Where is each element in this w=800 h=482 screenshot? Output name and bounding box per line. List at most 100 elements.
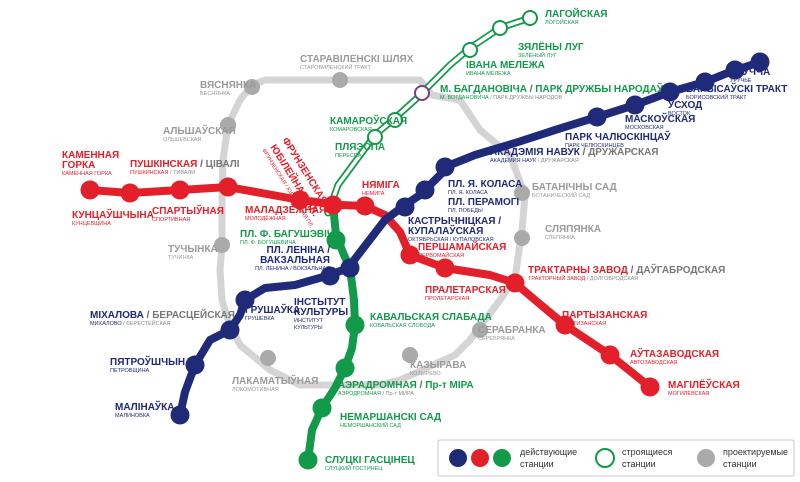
legend-planned-label-2: станции <box>723 459 757 469</box>
station-label-kavalskaja: КАВАЛЬСКАЯ СЛАБАДА <box>370 312 492 323</box>
station-marker-slucki[interactable] <box>298 450 318 470</box>
station-marker-uskhod[interactable] <box>695 72 715 92</box>
legend: действующие станции строящиеся станции п… <box>437 439 795 477</box>
station-marker-piatrouschyna[interactable] <box>185 355 205 375</box>
station-marker-chaluskincau[interactable] <box>625 95 645 115</box>
station-marker-frunzenskaja[interactable] <box>323 195 343 215</box>
station-marker-bahushevicha[interactable] <box>326 230 346 250</box>
station-marker-mikhalova[interactable] <box>220 320 240 340</box>
station-marker-staravilenski[interactable] <box>332 72 348 88</box>
station-marker-praletarskaja[interactable] <box>435 258 455 278</box>
station-sub-piatrouschyna: ПЕТРОВЩИНА <box>110 368 150 374</box>
station-marker-instytut[interactable] <box>320 266 340 286</box>
station-label-partyzanskaja: ПАРТЫЗАНСКАЯ <box>562 310 647 321</box>
station-label-nemarshanski: НЕМАРШАНСКІ САД <box>340 412 441 423</box>
station-marker-traktarny[interactable] <box>505 273 525 293</box>
station-label-kamarouskaja: КАМАРОЎСКАЯ <box>330 114 407 127</box>
station-marker-kamennaja[interactable] <box>80 180 100 200</box>
station-label-autazavodskaja: АЎТАЗАВОДСКАЯ <box>630 347 719 360</box>
station-sub-niamiha: НЕМИГА <box>362 191 385 197</box>
station-marker-autazavodskaja[interactable] <box>600 345 620 365</box>
station-label-tuchynka: ТУЧЫНКА <box>168 244 218 255</box>
station-label-piatrouschyna: ПЯТРОЎШЧЫНА <box>110 355 192 368</box>
station-marker-pjarespa[interactable] <box>367 129 383 145</box>
station-sub-kavalskaja: КОВАЛЬСКАЯ СЛОБОДА <box>370 323 435 329</box>
station-marker-aerodromnaja[interactable] <box>335 358 355 378</box>
station-sub-uskhod: ВОСТОК <box>668 111 691 117</box>
station-marker-mahiliouskaja[interactable] <box>640 377 660 397</box>
ring-line <box>216 76 529 389</box>
station-label-mikhalova: МІХАЛОВА / БЕРАСЦЕЙСКАЯ <box>90 308 235 321</box>
station-sub-kuncauschyna: КУНЦЕВЩИНА <box>72 221 111 227</box>
station-marker-akademija[interactable] <box>587 107 607 127</box>
station-marker-barysauski[interactable] <box>725 60 745 80</box>
legend-planned-label: проектируемые <box>723 447 788 457</box>
station-label-lenina-b: ВАКЗАЛЬНАЯ <box>260 255 330 266</box>
station-marker-alshauskaja[interactable] <box>220 117 236 133</box>
station-marker-nemarshanski[interactable] <box>312 398 332 418</box>
station-sub-sputnik: СПОРТИВНАЯ <box>152 217 190 223</box>
station-label-maskouskaja: МАСКОЎСКАЯ <box>625 112 695 125</box>
station-sub-bahdanovicha: М. БОГДАНОВИЧА / ПАРК ДРУЖБЫ НАРОДОВ <box>440 95 563 101</box>
station-sub-mikhalova: МИХАЛОВО / БЕРЕСТЕЙСКАЯ <box>90 319 170 327</box>
station-marker-kavalskaja[interactable] <box>345 315 365 335</box>
legend-blue-circle <box>449 449 467 467</box>
station-marker-ivana[interactable] <box>462 42 478 58</box>
station-marker-urucca[interactable] <box>750 52 770 72</box>
station-marker-batanichny[interactable] <box>514 185 530 201</box>
station-marker-kastrychnickaja[interactable] <box>395 197 415 217</box>
station-sub-mahiliouskaja: МОГИЛЁВСКАЯ <box>668 390 709 397</box>
station-marker-pushkinskaja[interactable] <box>170 180 190 200</box>
station-label-pershamajskaja: ПЕРШАМАЙСКАЯ <box>418 240 506 253</box>
station-marker-hrushauka[interactable] <box>235 290 255 310</box>
station-marker-vjasnjanka[interactable] <box>244 79 260 95</box>
station-marker-kuncauschyna[interactable] <box>120 183 140 203</box>
station-marker-serabranka[interactable] <box>472 322 488 338</box>
station-label-ivana: ІВАНА МЕЛЕЖА <box>466 60 545 71</box>
station-label-lenina: ПЛ. ЛЕНІНА / <box>267 245 331 256</box>
station-label-alshauskaja: АЛЬШАЎСКАЯ <box>163 124 236 137</box>
station-sub-vjasnjanka: ВЕСНЯНКА <box>200 91 230 97</box>
station-sub-sliapianka: СЛЕПЯНКА <box>545 235 575 241</box>
station-label-kuncauschyna: КУНЦАЎШЧЫНА <box>72 208 154 221</box>
station-marker-kazyreva[interactable] <box>402 347 418 363</box>
station-sub-autazavodskaja: АВТОЗАВОДСКАЯ <box>630 360 678 366</box>
station-sub-chaluskincau: ПАРК ЧЕЛЮСКИНЦЕВ <box>565 143 624 149</box>
station-label-traktarny: ТРАКТАРНЫ ЗАВОД / ДАЎГАБРОДСКАЯ <box>528 263 725 276</box>
station-marker-maskouskaja[interactable] <box>660 82 680 102</box>
station-sub-traktarny: ТРАКТОРНЫЙ ЗАВОД / ДОЛГОБРОДСКАЯ <box>528 274 638 282</box>
station-sub-kamennaja: КАМЕННАЯ ГОРКА <box>62 171 112 177</box>
station-marker-bahdanovicha[interactable] <box>414 85 430 101</box>
station-label-bahdanovicha: М. БАГДАНОВІЧА / ПАРК ДРУЖБЫ НАРОДАЎ <box>440 82 664 95</box>
station-marker-zialiony[interactable] <box>492 20 508 36</box>
station-label-kolasa: ПЛ. Я. КОЛАСА <box>448 179 522 190</box>
station-marker-tuchynka[interactable] <box>214 237 230 253</box>
station-marker-lakamatyunaja[interactable] <box>260 350 276 366</box>
legend-existing-label: действующие <box>520 447 577 457</box>
station-sub-serabranka: СЕРЕБРЯНКА <box>478 336 515 342</box>
station-marker-niamiha[interactable] <box>355 196 375 216</box>
station-marker-sputnik[interactable] <box>218 177 238 197</box>
station-marker-maladzezhnaja[interactable] <box>290 190 310 210</box>
station-marker-lenina[interactable] <box>340 258 360 278</box>
station-marker-kolasa[interactable] <box>435 157 455 177</box>
station-sub-pershamajskaja: ПЕРВОМАЙСКАЯ <box>418 251 464 259</box>
station-label-sputnik: СПАРТЫЎНАЯ <box>152 204 224 217</box>
station-marker-kamarouskaja[interactable] <box>387 112 403 128</box>
station-sub-pushkinskaja: ПУШКИНСКАЯ / ТИВАЛИ <box>130 170 195 176</box>
station-marker-pershamajskaja[interactable] <box>400 245 420 265</box>
station-sub-urucca: УРУЧЬЕ <box>730 78 752 84</box>
station-sub-kamarouskaja: КОМАРОВСКАЯ <box>330 127 372 133</box>
station-sub-kolasa: ПЛ. Я. КОЛАСА <box>448 190 488 196</box>
station-label-kamennaja: КАМЕННАЯ <box>62 150 119 161</box>
station-marker-partyzanskaja[interactable] <box>555 315 575 335</box>
legend-box <box>437 439 795 477</box>
station-label-lakamatyunaja: ЛАКАМАТЫЎНАЯ <box>232 374 318 387</box>
station-marker-lahojskaja[interactable] <box>522 10 538 26</box>
legend-construction-circle <box>595 448 615 468</box>
station-marker-sliapianka[interactable] <box>514 230 530 246</box>
station-sub-lakamatyunaja: ЛОКОМОТИВНАЯ <box>232 387 279 393</box>
station-marker-peramogi[interactable] <box>415 180 435 200</box>
station-marker-malinauka[interactable] <box>170 405 190 425</box>
